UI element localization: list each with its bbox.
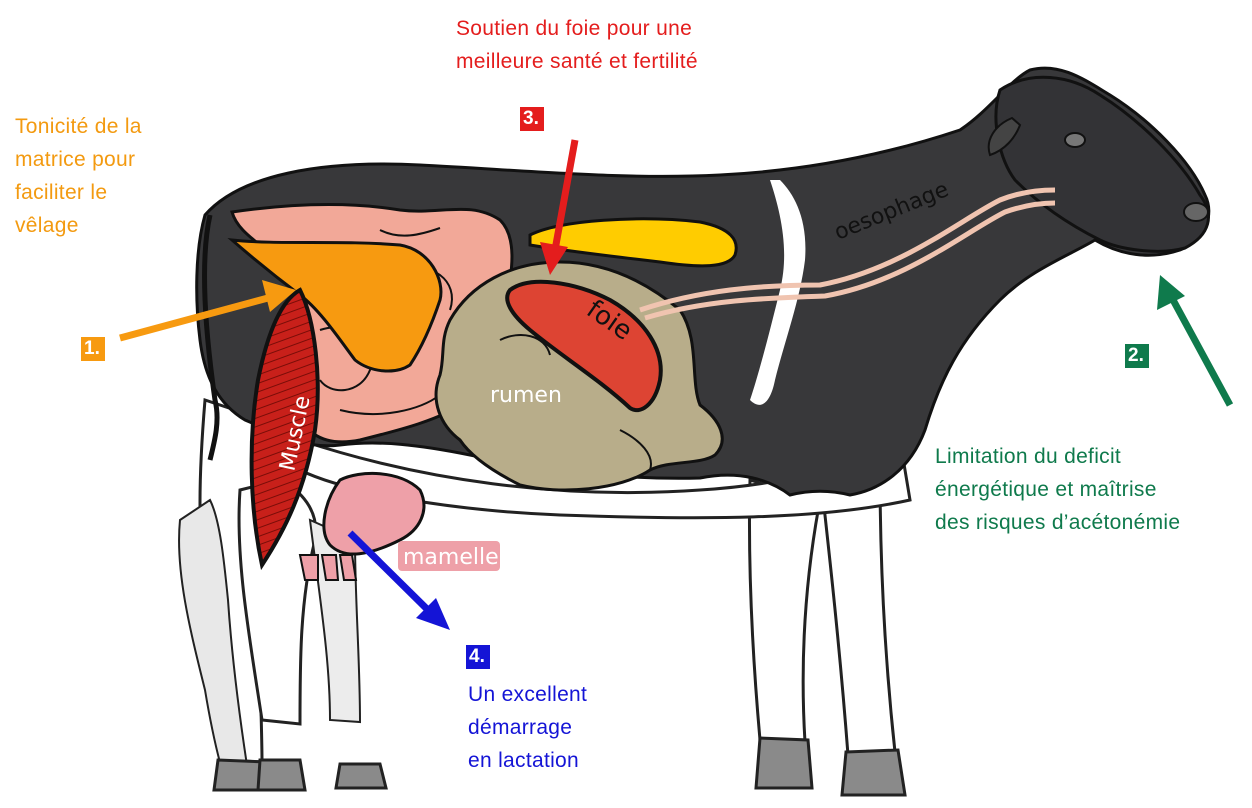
callout-1-line: Tonicité de la (15, 110, 142, 143)
callout-1-line: vêlage (15, 209, 142, 242)
callout-3-line: Soutien du foie pour une (456, 12, 698, 45)
callout-1-text: Tonicité de la matrice pour faciliter le… (15, 110, 142, 242)
arrow-2 (1157, 275, 1230, 405)
callout-4-line: démarrage (468, 711, 587, 744)
callout-3-number: 3. (520, 107, 544, 131)
callout-2-number: 2. (1125, 344, 1149, 368)
callout-3-line: meilleure santé et fertilité (456, 45, 698, 78)
callout-3-text: Soutien du foie pour une meilleure santé… (456, 12, 698, 78)
callout-2-text: Limitation du deficit énergétique et maî… (935, 440, 1180, 539)
callout-4-text: Un excellent démarrage en lactation (468, 678, 587, 777)
callout-4-line: Un excellent (468, 678, 587, 711)
callout-1-line: matrice pour (15, 143, 142, 176)
rumen-label: rumen (490, 383, 562, 408)
callout-4-number: 4. (466, 645, 490, 669)
callout-2-line: énergétique et maîtrise (935, 473, 1180, 506)
udder-label: mamelle (403, 545, 499, 570)
callout-1-line: faciliter le (15, 176, 142, 209)
callout-2-line: Limitation du deficit (935, 440, 1180, 473)
callout-4-line: en lactation (468, 744, 587, 777)
callout-2-line: des risques d’acétonémie (935, 506, 1180, 539)
callout-1-number: 1. (81, 337, 105, 361)
